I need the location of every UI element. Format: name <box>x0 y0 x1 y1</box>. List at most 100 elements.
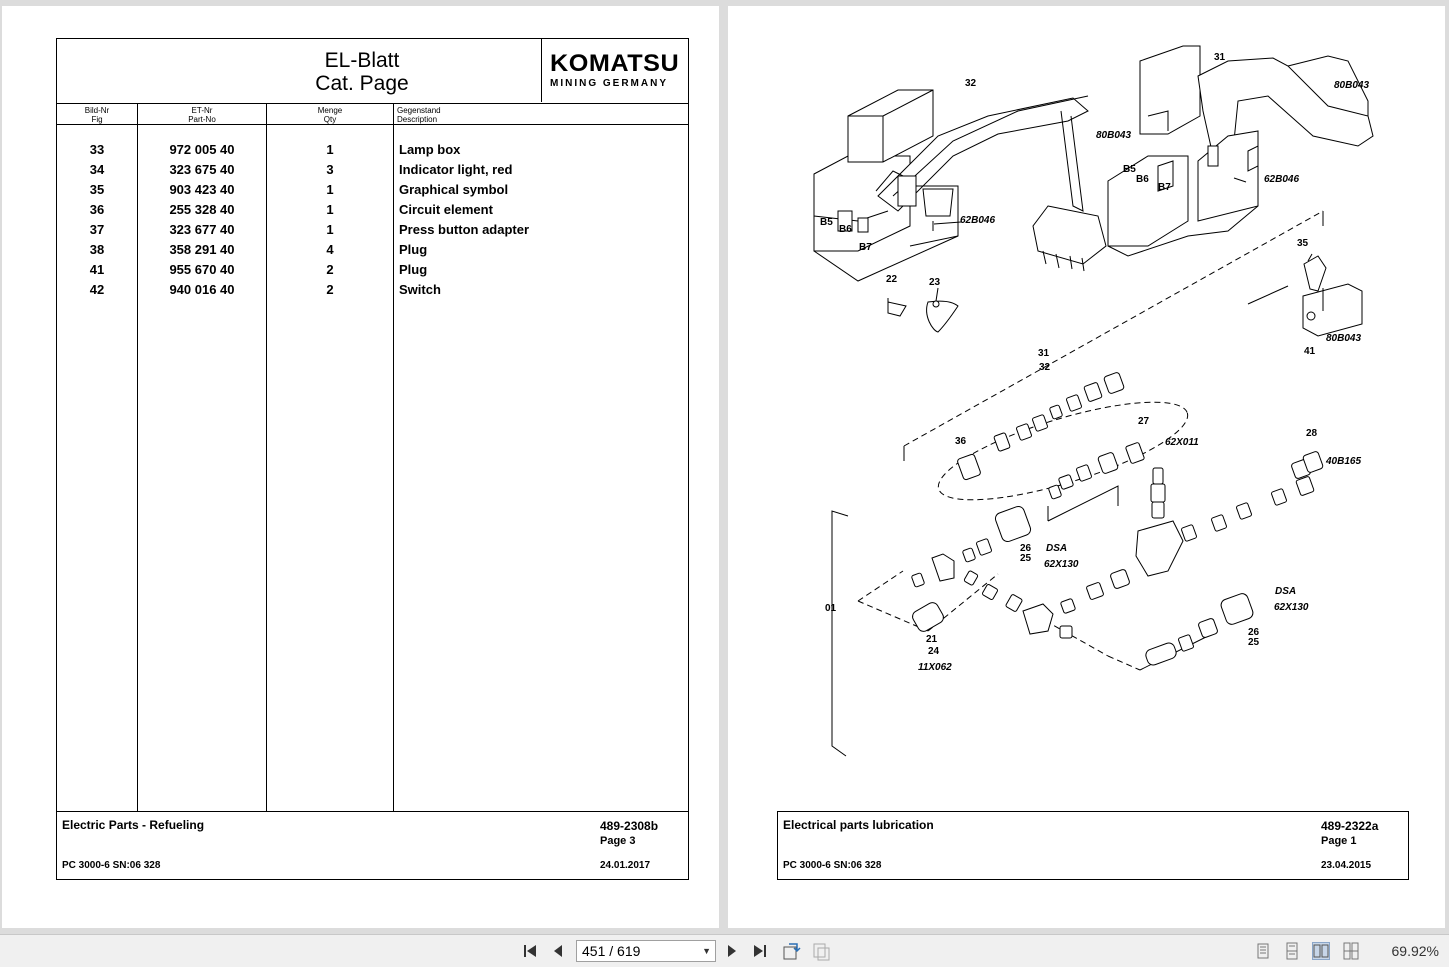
cell-description: Indicator light, red <box>399 162 513 177</box>
komatsu-logo: KOMATSU MINING GERMANY <box>550 52 682 90</box>
footer-title: Electrical parts lubrication <box>783 818 934 832</box>
lower-components-drawing <box>887 255 1363 337</box>
diagram-label-41: 41 <box>1304 346 1316 357</box>
col-divider-1 <box>137 103 138 811</box>
prev-page-icon[interactable] <box>548 941 568 961</box>
footer-page-number: Page 1 <box>1321 835 1357 847</box>
cell-qty: 1 <box>326 182 334 197</box>
page-number-select[interactable]: 451 / 619 ▼ <box>576 940 716 962</box>
cell-fig: 33 <box>89 142 105 157</box>
cell-part-no: 940 016 40 <box>169 282 235 297</box>
cell-qty: 2 <box>326 262 334 277</box>
viewer-toolbar: 451 / 619 ▼ 69.92% <box>0 934 1449 967</box>
footer-doc-number: 489-2322a <box>1321 819 1379 833</box>
excavator-right-drawing <box>1107 45 1374 257</box>
cell-qty: 2 <box>326 282 334 297</box>
diagram-label-21: 21 <box>926 634 938 645</box>
diagram-label-32b: 32 <box>1039 362 1051 373</box>
first-page-icon[interactable] <box>520 941 540 961</box>
footer-title: Electric Parts - Refueling <box>62 818 205 832</box>
table-header-line <box>56 124 688 125</box>
diagram-label-11x062: 11X062 <box>918 662 952 673</box>
facing-continuous-view-icon[interactable] <box>1342 942 1360 960</box>
cell-description: Lamp box <box>399 142 461 157</box>
cell-qty: 4 <box>326 242 334 257</box>
single-page-view-icon[interactable] <box>1254 942 1272 960</box>
diagram-label-80b043b: 80B043 <box>1096 130 1132 141</box>
footer-box <box>777 811 1409 880</box>
diagram-label-27: 27 <box>1138 416 1150 427</box>
cell-description: Circuit element <box>399 202 493 217</box>
header-divider <box>541 38 542 102</box>
cell-description: Graphical symbol <box>399 182 509 197</box>
page-indicator-text: 451 / 619 <box>582 943 641 959</box>
diagram-label-32: 32 <box>965 78 977 89</box>
next-page-icon[interactable] <box>722 941 742 961</box>
diagram-label-b5a: B5 <box>820 217 833 228</box>
page-title-de: EL-Blatt <box>324 49 400 72</box>
logo-brand: KOMATSU <box>550 50 680 77</box>
footer-machine: PC 3000-6 SN:06 328 <box>62 860 161 871</box>
footer-date: 23.04.2015 <box>1321 860 1372 871</box>
rotate-icon[interactable] <box>781 941 801 961</box>
footer-machine: PC 3000-6 SN:06 328 <box>783 860 882 871</box>
diagram-label-36: 36 <box>955 436 967 447</box>
cell-fig: 37 <box>89 222 105 237</box>
cell-qty: 1 <box>326 142 334 157</box>
diagram-label-62x011: 62X011 <box>1165 437 1199 448</box>
last-page-icon[interactable] <box>750 941 770 961</box>
footer-page-number: Page 3 <box>600 835 636 847</box>
zoom-level[interactable]: 69.92% <box>1391 943 1439 959</box>
facing-view-icon[interactable] <box>1312 942 1330 960</box>
continuous-view-icon[interactable] <box>1283 942 1301 960</box>
parts-table <box>56 103 689 811</box>
page-title-en: Cat. Page <box>315 72 409 95</box>
bracket-01 <box>831 510 849 757</box>
col-divider-2 <box>266 103 267 811</box>
diagram-label-80b043a: 80B043 <box>1334 80 1370 91</box>
cell-description: Switch <box>399 282 441 297</box>
footer-doc-number: 489-2308b <box>600 819 659 833</box>
diagram-label-25a: 25 <box>1020 553 1032 564</box>
cell-part-no: 358 291 40 <box>169 242 235 257</box>
left-catalog-page: EL-Blatt Cat. Page KOMATSU MINING GERMAN… <box>2 6 719 928</box>
cell-description: Plug <box>399 262 428 277</box>
diagram-label-b7a: B7 <box>859 242 872 253</box>
cell-part-no: 255 328 40 <box>169 202 235 217</box>
diagram-label-b6a: B6 <box>839 224 852 235</box>
cell-fig: 36 <box>89 202 105 217</box>
diagram-label-62x130b: 62X130 <box>1274 602 1309 613</box>
diagram-label-dsaa: DSA <box>1046 543 1068 554</box>
footer-box <box>56 811 689 880</box>
footer-date: 24.01.2017 <box>600 860 651 871</box>
cell-fig: 38 <box>89 242 105 257</box>
export-icon[interactable] <box>811 941 831 961</box>
cell-qty: 1 <box>326 222 334 237</box>
cell-part-no: 972 005 40 <box>169 142 235 157</box>
cell-part-no: 323 677 40 <box>169 222 235 237</box>
diagram-label-31: 31 <box>1214 52 1226 63</box>
cell-part-no: 903 423 40 <box>169 182 235 197</box>
diagram-label-b6b: B6 <box>1136 174 1149 185</box>
cell-description: Press button adapter <box>399 222 530 237</box>
logo-subtitle: MINING GERMANY <box>550 78 668 89</box>
col-divider-3 <box>393 103 394 811</box>
diagram-label-80b043c: 80B043 <box>1326 333 1362 344</box>
diagram-label-62b046b: 62B046 <box>1264 174 1300 185</box>
electrical-parts-diagram <box>813 45 1374 757</box>
cell-fig: 42 <box>89 282 105 297</box>
diagram-label-26b: 26 <box>1248 627 1260 638</box>
diagram-label-28: 28 <box>1306 428 1318 439</box>
diagram-label-dsab: DSA <box>1275 586 1297 597</box>
connector-chain <box>911 372 1324 666</box>
cell-fig: 34 <box>89 162 105 177</box>
cell-fig: 41 <box>89 262 105 277</box>
cell-fig: 35 <box>89 182 105 197</box>
diagram-label-62b046a: 62B046 <box>960 215 996 226</box>
cell-part-no: 955 670 40 <box>169 262 235 277</box>
diagram-label-35: 35 <box>1297 238 1309 249</box>
